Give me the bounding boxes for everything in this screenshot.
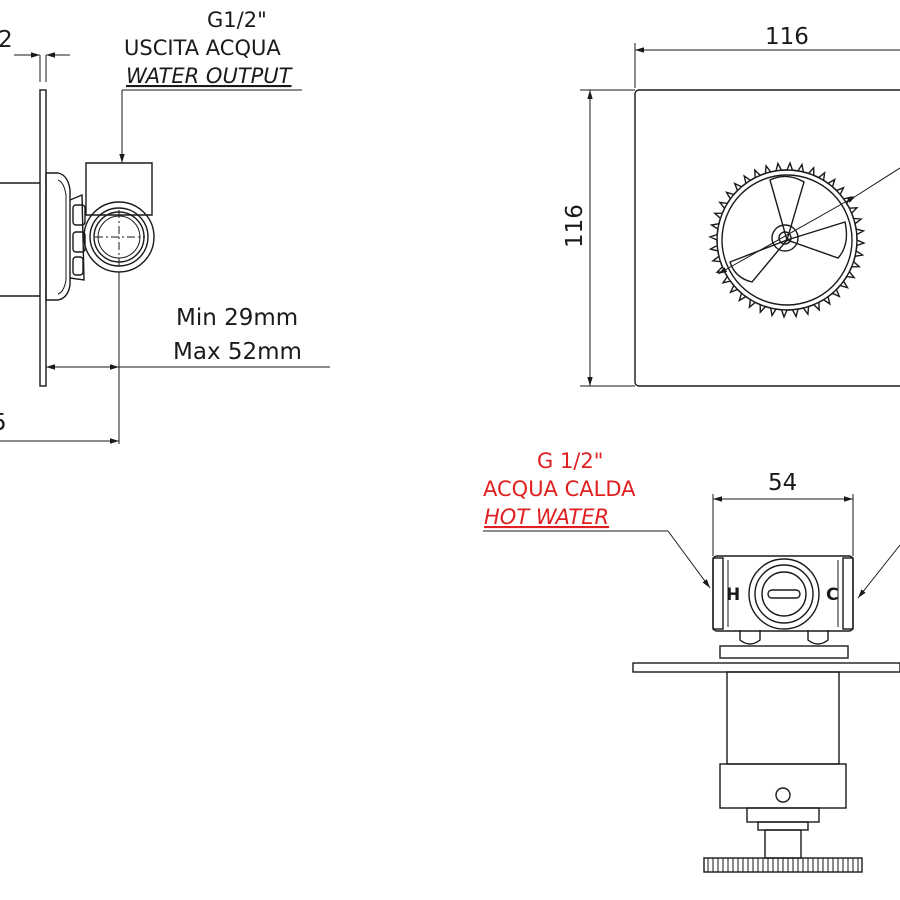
cold-marker: C xyxy=(826,585,838,605)
knurled-wheel-icon xyxy=(703,857,863,873)
hot-marker: H xyxy=(726,585,740,605)
side-outlet-thread: G1/2" xyxy=(207,8,267,32)
top-hot-thread: G 1/2" xyxy=(537,449,603,473)
side-outlet-label-en: WATER OUTPUT xyxy=(126,64,294,88)
side-depth-max: Max 52mm xyxy=(173,339,302,365)
side-outlet-label-it: USCITA ACQUA xyxy=(124,36,281,60)
top-hot-label-en: HOT WATER xyxy=(484,505,609,529)
front-height-label: 116 xyxy=(562,204,588,248)
side-dim-bottom-label: 5 xyxy=(0,410,7,436)
side-depth-min: Min 29mm xyxy=(176,305,298,331)
front-width-label: 116 xyxy=(765,24,809,50)
top-view: 54 G 1/2" ACQUA CALDA HOT WATER H C xyxy=(483,449,900,873)
front-view: 116 116 xyxy=(562,24,900,387)
top-hot-label-it: ACQUA CALDA xyxy=(483,477,636,501)
top-width-label: 54 xyxy=(768,470,797,496)
side-view: 2 G1/2" USCITA ACQUA WATER OUTPUT xyxy=(0,8,330,444)
side-dim-top-label: 2 xyxy=(0,27,13,53)
